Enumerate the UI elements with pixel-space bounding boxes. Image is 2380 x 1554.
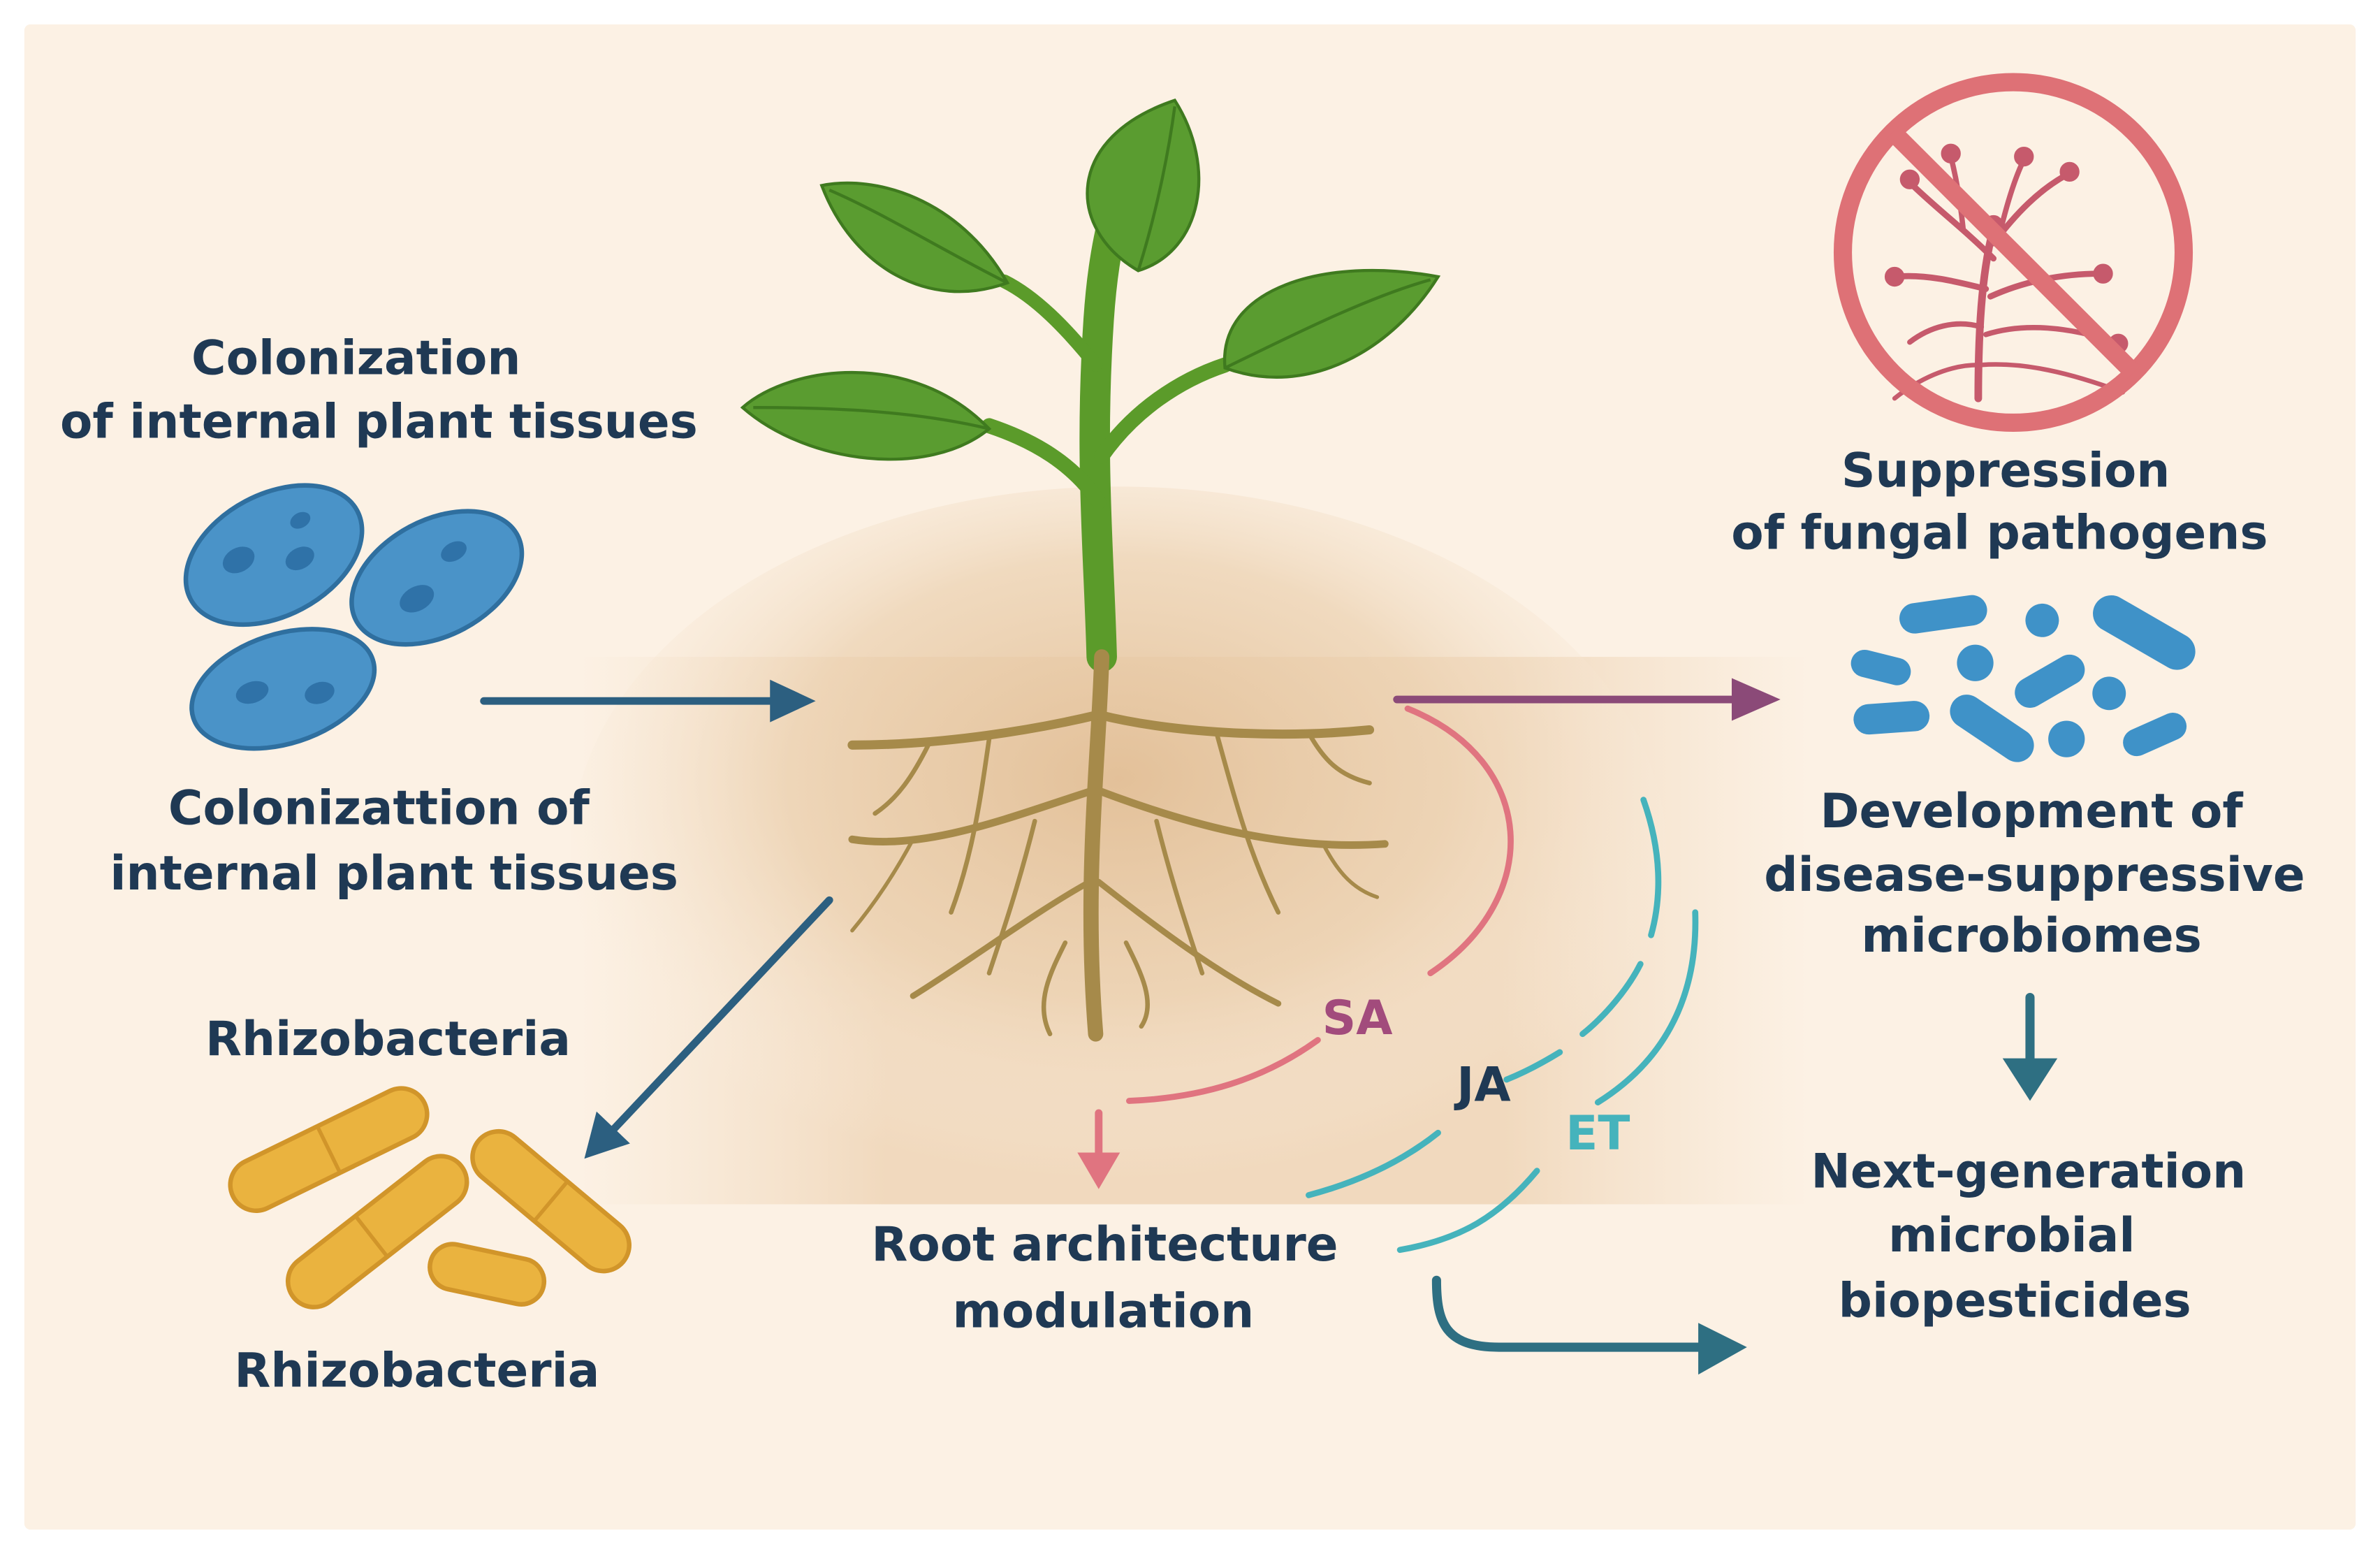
rhizobacteria-label-top: Rhizobacteria xyxy=(205,1011,571,1066)
root-architecture-line1: Root architecture xyxy=(871,1217,1338,1272)
arrow-colonization-to-roots xyxy=(480,679,816,722)
suppression-subtitle: of fungal pathogens xyxy=(1731,505,2268,560)
suppression-title: Suppression xyxy=(1841,442,2170,498)
leaf xyxy=(740,370,992,461)
leaf xyxy=(819,181,1010,293)
leaf xyxy=(1222,268,1441,379)
colonization-title-bottom: Colonizattion of xyxy=(168,780,590,835)
rhizobacteria-rods-icon xyxy=(228,1086,631,1309)
next-gen-line1: Next-generation xyxy=(1811,1144,2246,1199)
fungal-pathogen-icon xyxy=(1884,143,2129,402)
sa-label: SA xyxy=(1322,990,1393,1045)
et-pathway-curve xyxy=(1396,909,1699,1254)
leaf xyxy=(1086,99,1201,273)
colonization-title-top: Colonization xyxy=(191,330,520,385)
endophyte-cells-icon xyxy=(183,483,525,751)
sa-pathway-curve xyxy=(1126,705,1514,1104)
development-line1: Development of xyxy=(1820,783,2244,838)
ja-pathway-curve xyxy=(1306,797,1662,1198)
arrow-roots-to-microbiome xyxy=(1393,678,1781,721)
et-label: ET xyxy=(1565,1105,1630,1161)
rhizobacteria-label-bottom: Rhizobacteria xyxy=(234,1343,599,1398)
development-line2: disease-suppressive xyxy=(1764,847,2305,902)
roots-icon xyxy=(847,649,1389,1042)
next-gen-line2: microbial xyxy=(1888,1207,2135,1263)
colonization-subtitle-top: of internal plant tissues xyxy=(60,394,698,449)
microbiome-cluster-icon xyxy=(1850,595,2196,762)
arrow-microbiome-to-biopesticides xyxy=(2002,993,2058,1101)
plant-seedling-icon xyxy=(740,99,1441,672)
arrow-signals-to-biopesticides xyxy=(1431,1275,1747,1375)
colonization-subtitle-bottom: internal plant tissues xyxy=(110,845,678,901)
root-architecture-line2: modulation xyxy=(952,1284,1254,1339)
development-line3: microbiomes xyxy=(1861,908,2201,963)
soil-area xyxy=(570,486,1811,1217)
prohibition-sign-icon xyxy=(1833,73,2193,433)
next-gen-line3: biopesticides xyxy=(1839,1273,2191,1328)
arrow-roots-to-rhizobacteria xyxy=(584,896,833,1159)
ja-label: JA xyxy=(1454,1057,1510,1112)
arrow-sa-to-root-architecture xyxy=(1077,1109,1120,1189)
